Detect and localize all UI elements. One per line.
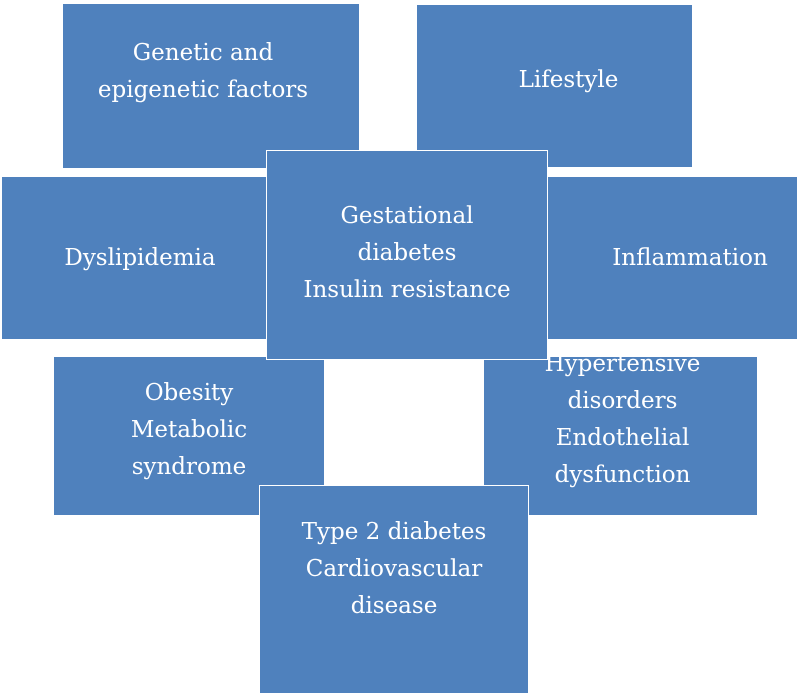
box-text-line: disorders [567, 388, 678, 414]
box-text-line: Dyslipidemia [64, 244, 216, 271]
box-text-line: Genetic and [132, 40, 274, 66]
box-text-line: Gestational [340, 202, 474, 229]
box-text-line: Cardiovascular [305, 556, 483, 582]
dyslipidemia-box: Dyslipidemia [1, 176, 279, 340]
box-text-line: syndrome [131, 453, 247, 480]
lifestyle-box: Lifestyle [416, 4, 693, 168]
box-text-line: Endothelial [555, 425, 690, 451]
inflammation-box: Inflammation [542, 176, 798, 340]
obesity-metabolic-syndrome-box: Obesity Metabolic syndrome [53, 356, 325, 516]
box-text-line: epigenetic factors [97, 77, 309, 103]
box-text-line: Metabolic [130, 416, 248, 443]
box-text-line: Type 2 diabetes [301, 519, 487, 545]
type2-cardiovascular-outcome-box: Type 2 diabetes Cardiovascular disease [259, 485, 529, 694]
box-text-line: dysfunction [554, 462, 691, 488]
box-text-line: Obesity [144, 379, 234, 406]
box-text-line: Inflammation [612, 244, 768, 271]
box-text-line: Lifestyle [518, 66, 619, 93]
box-text-line: Hypertensive [544, 351, 701, 377]
box-text-line: diabetes [357, 239, 457, 266]
hypertensive-endothelial-box: Hypertensive disorders Endothelial dysfu… [483, 351, 758, 516]
genetic-epigenetic-factors-box: Genetic and epigenetic factors [62, 3, 360, 169]
box-text-line: Insulin resistance [303, 276, 511, 303]
box-text-line: disease [350, 593, 438, 619]
gestational-diabetes-center-box: Gestational diabetes Insulin resistance [266, 150, 548, 360]
